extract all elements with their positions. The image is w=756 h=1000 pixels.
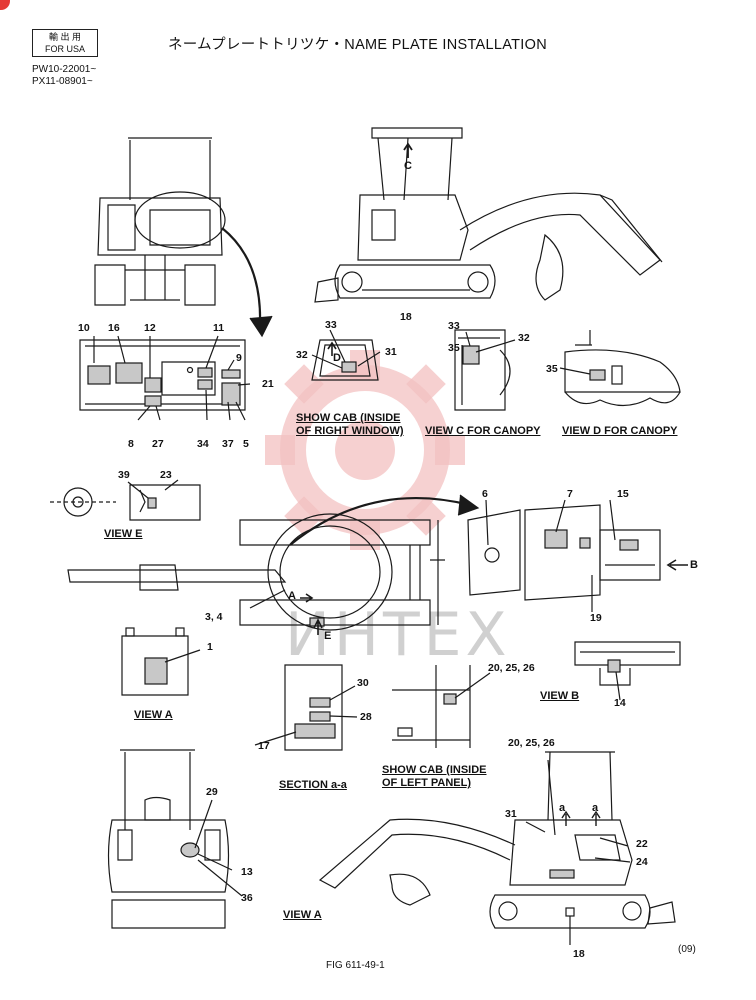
page-title: ネームプレートトリツケ・NAME PLATE INSTALLATION [168, 37, 547, 53]
callout-31-cab: 31 [385, 346, 397, 358]
callout-15: 15 [617, 488, 629, 500]
callout-20-25-26-body: 20, 25, 26 [508, 737, 555, 749]
callout-20-25-26-panel: 20, 25, 26 [488, 662, 535, 674]
rear-view-bottom-illustration [107, 749, 243, 929]
serial-range-1: PW10-22001~ [32, 64, 97, 75]
callout-19: 19 [590, 612, 602, 624]
panel-detail-illustration [79, 335, 251, 421]
view-d-illustration [559, 330, 681, 407]
revision-code: (09) [678, 944, 696, 955]
callout-12: 12 [144, 322, 156, 334]
callout-30: 30 [357, 677, 369, 689]
callout-34: 34 [197, 438, 209, 450]
right-assembly-illustration [467, 499, 688, 612]
caption-view-e: VIEW E [104, 528, 143, 540]
callout-36: 36 [241, 892, 253, 904]
caption-section-aa: SECTION a-a [279, 779, 347, 791]
caption-view-a-bottom: VIEW A [283, 909, 322, 921]
view-letter-c: C [404, 160, 412, 172]
callout-32-view-c: 32 [518, 332, 530, 344]
side-view-illustration [314, 127, 663, 303]
callout-13: 13 [241, 866, 253, 878]
view-letter-a: A [288, 590, 296, 602]
watermark-text: ИНТЕХ [285, 600, 511, 670]
caption-show-cab-left-1: SHOW CAB (INSIDE [382, 764, 487, 776]
section-aa-illustration [254, 664, 358, 751]
callout-33-view-c: 33 [448, 320, 460, 332]
view-letter-e: E [324, 630, 332, 642]
callout-32-cab: 32 [296, 349, 308, 361]
cab-window-illustration [311, 329, 381, 381]
callout-35-view-d: 35 [546, 363, 558, 375]
export-label-jp: 輸 出 用 [48, 32, 81, 42]
callout-18-bottom: 18 [573, 948, 585, 960]
callout-9: 9 [236, 352, 242, 364]
caption-show-cab-left-2: OF LEFT PANEL) [382, 777, 472, 789]
view-c-illustration [454, 329, 516, 411]
callout-24: 24 [636, 856, 648, 868]
callout-33-cab: 33 [325, 319, 337, 331]
watermark-gear-logo [265, 350, 465, 550]
section-letter-a1: a [559, 802, 566, 814]
callout-1: 1 [207, 641, 213, 653]
section-letter-a2: a [592, 802, 599, 814]
callout-31-body: 31 [505, 808, 517, 820]
callout-14: 14 [614, 697, 626, 709]
caption-show-cab-right-1: SHOW CAB (INSIDE [296, 412, 401, 424]
callout-17: 17 [258, 740, 270, 752]
battery-illustration [121, 627, 201, 696]
corner-badge [0, 0, 10, 10]
callout-16: 16 [108, 322, 120, 334]
figure-number: FIG 611-49-1 [326, 960, 385, 971]
view-e-illustration [50, 479, 201, 521]
callout-22: 22 [636, 838, 648, 850]
view-letter-d: D [333, 352, 341, 364]
plan-view-illustration [67, 494, 480, 635]
callout-8: 8 [128, 438, 134, 450]
export-label-en: FOR USA [44, 44, 85, 54]
side-view-bottom-illustration [318, 751, 676, 945]
callout-35-view-c: 35 [448, 342, 460, 354]
callout-23: 23 [160, 469, 172, 481]
rear-view-illustration [94, 137, 273, 338]
callout-39: 39 [118, 469, 130, 481]
callout-29: 29 [206, 786, 218, 798]
callout-3-4: 3, 4 [205, 611, 223, 623]
callout-11: 11 [213, 322, 225, 334]
callout-5: 5 [243, 438, 249, 450]
callout-7: 7 [567, 488, 573, 500]
callout-37: 37 [222, 438, 234, 450]
caption-show-cab-right-2: OF RIGHT WINDOW) [296, 425, 404, 437]
caption-view-b: VIEW B [540, 690, 580, 702]
serial-range-2: PX11-08901~ [32, 76, 93, 87]
callout-21: 21 [262, 378, 274, 390]
caption-view-a-battery: VIEW A [134, 709, 173, 721]
callout-18-top: 18 [400, 311, 412, 323]
callout-6: 6 [482, 488, 488, 500]
view-letter-b: B [690, 559, 698, 571]
callout-28: 28 [360, 711, 372, 723]
export-label-box: 輸 出 用 FOR USA [32, 29, 98, 57]
cab-left-panel-illustration [392, 665, 491, 748]
caption-view-d: VIEW D FOR CANOPY [562, 425, 678, 437]
callout-10: 10 [78, 322, 90, 334]
callout-27: 27 [152, 438, 164, 450]
view-b-illustration [574, 641, 681, 701]
caption-view-c: VIEW C FOR CANOPY [425, 425, 541, 437]
